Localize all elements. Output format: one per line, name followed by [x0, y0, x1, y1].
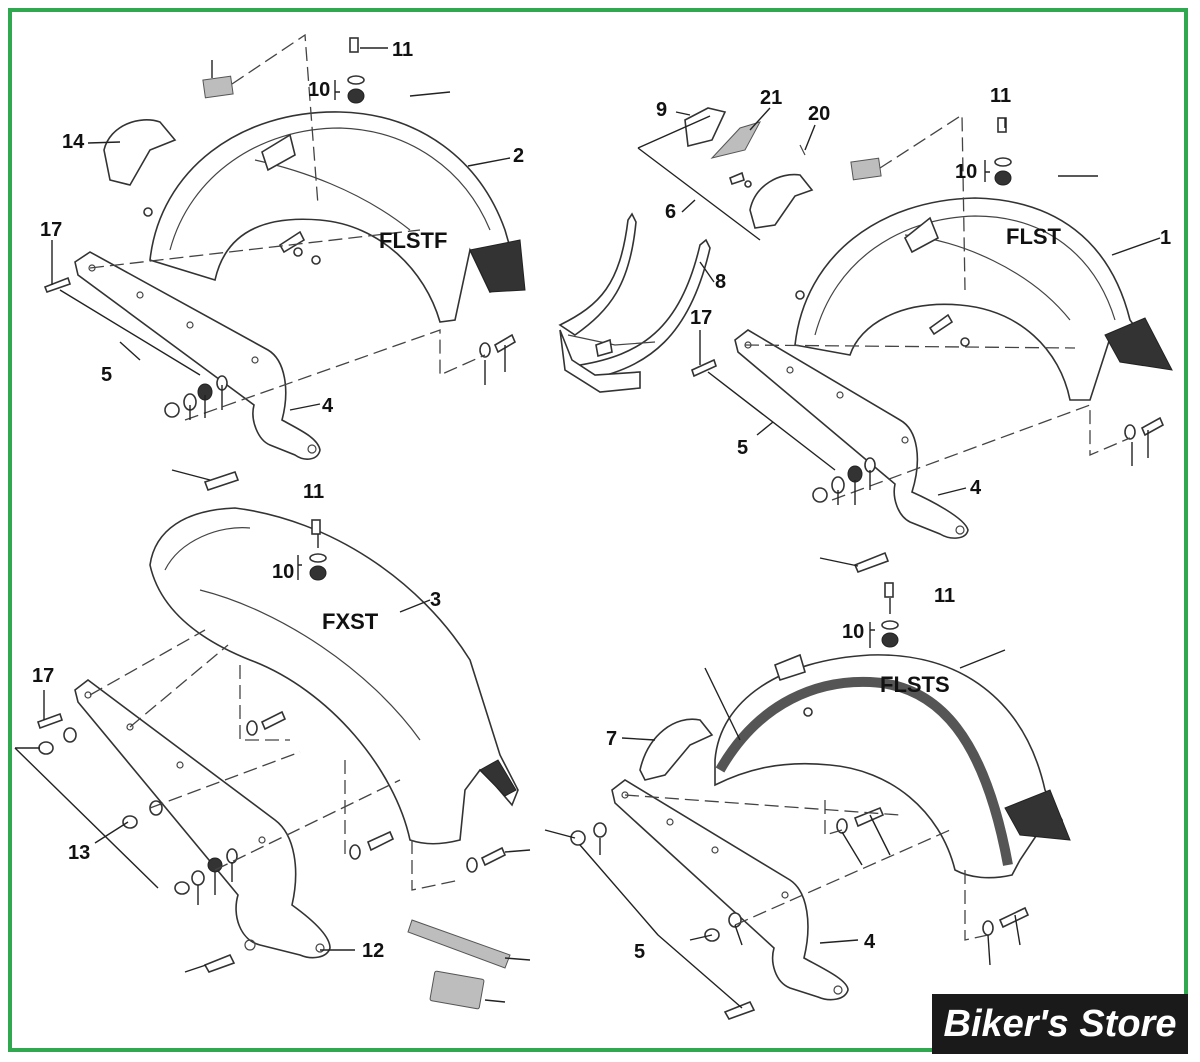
strut-flst: [734, 329, 969, 539]
callout-11: 11: [990, 85, 1012, 107]
callout-8: 8: [715, 271, 727, 293]
model-label-flsts: FLSTS: [880, 672, 950, 697]
callout-14: 14: [62, 131, 85, 153]
model-label-flst: FLST: [1006, 224, 1061, 249]
callout-17: 17: [40, 219, 63, 241]
model-label-flstf: FLSTF: [379, 228, 448, 253]
strut-fxst: [74, 678, 331, 959]
bikers-store-logo-text: Biker's Store: [943, 1002, 1177, 1045]
diagram-border: [8, 8, 1188, 1052]
callout-17: 17: [690, 307, 713, 329]
hardware-flst: [691, 117, 1165, 574]
callout-6: 6: [665, 201, 677, 223]
callout-11: 11: [392, 39, 414, 61]
strut-flsts: [611, 779, 849, 1001]
callout-4: 4: [864, 931, 876, 953]
callout-2: 2: [513, 145, 525, 167]
callout-10: 10: [272, 561, 295, 583]
leaders-flstf: [51, 33, 511, 481]
fender-fxst: [149, 507, 519, 845]
callout-5: 5: [101, 364, 113, 386]
callout-11: 11: [934, 585, 956, 607]
bikers-store-logo: Biker's Store: [932, 994, 1188, 1054]
leaders-fxst: [14, 534, 531, 1003]
callout-21: 21: [760, 87, 783, 109]
callout-10: 10: [955, 161, 978, 183]
callout-12: 12: [362, 940, 385, 962]
callout-5: 5: [634, 941, 646, 963]
callout-17: 17: [32, 665, 55, 687]
callout-4: 4: [970, 477, 982, 499]
callout-11: 11: [303, 481, 325, 503]
callout-13: 13: [68, 842, 91, 864]
callout-10: 10: [308, 79, 331, 101]
callout-9: 9: [656, 99, 668, 121]
fender-flstf: [149, 111, 526, 323]
callout-7: 7: [606, 728, 618, 750]
hardware-flsts: [570, 582, 1030, 1020]
leaders-flsts: [544, 598, 1021, 1009]
hardware-flstf: [43, 37, 517, 492]
fender-flst: [794, 197, 1173, 401]
leaders-rack: [637, 107, 816, 283]
strut-flstf: [74, 251, 321, 460]
callout-4: 4: [322, 395, 334, 417]
rack-parts: [558, 107, 814, 393]
callout-5: 5: [737, 437, 749, 459]
hardware-fxst: [36, 519, 511, 1010]
callout-20: 20: [808, 103, 831, 125]
leaders-flst: [699, 113, 1161, 567]
callout-3: 3: [430, 589, 442, 611]
fender-flsts: [714, 653, 1071, 879]
callout-10: 10: [842, 621, 865, 643]
model-label-fxst: FXST: [322, 609, 379, 634]
callout-1: 1: [1160, 227, 1172, 249]
